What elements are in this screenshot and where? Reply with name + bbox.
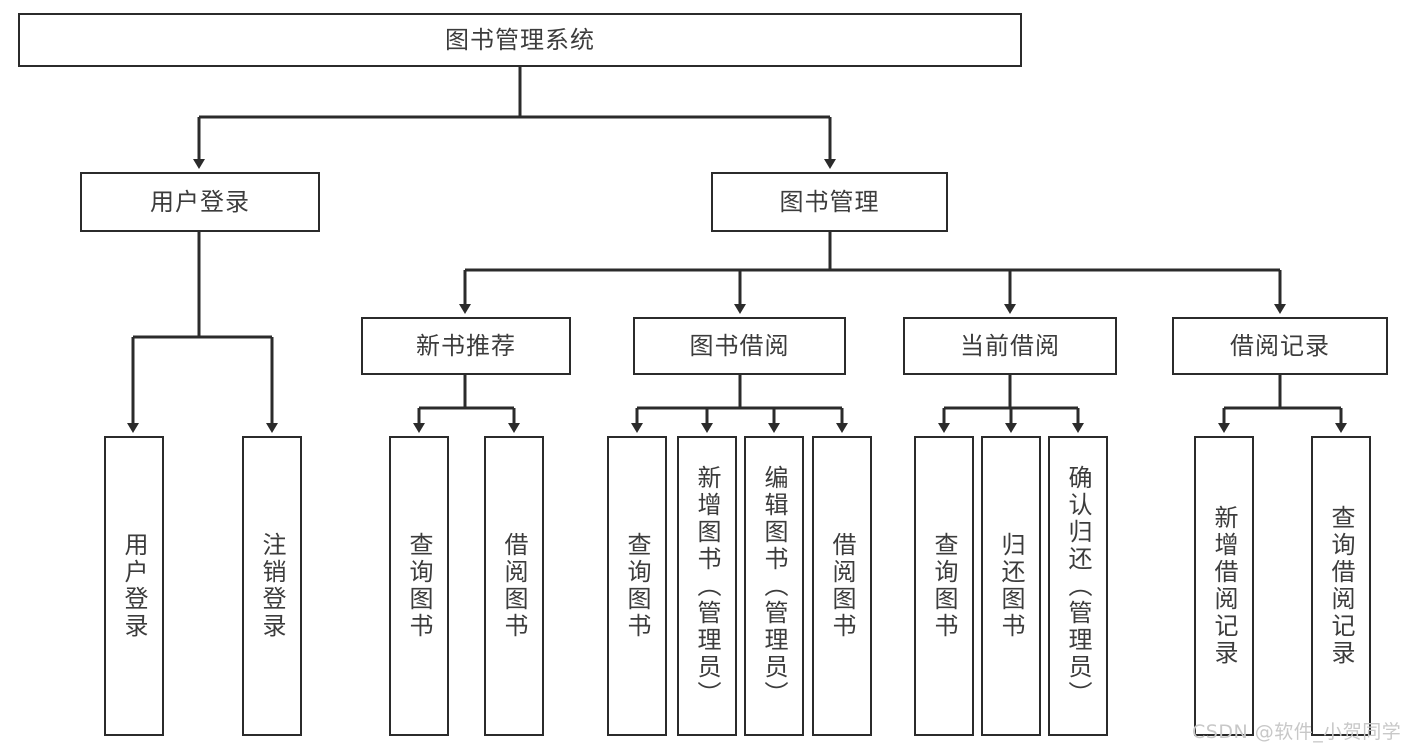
leaf-query-book-current-label: 查询图书 <box>930 532 958 640</box>
node-new-book-recommend[interactable]: 新书推荐 <box>361 317 571 375</box>
leaf-query-book-current[interactable]: 查询图书 <box>914 436 974 736</box>
csdn-watermark-text: CSDN @软件_小贺同学 <box>1192 721 1402 743</box>
node-borrow-records[interactable]: 借阅记录 <box>1172 317 1388 375</box>
leaf-user-login-label: 用户登录 <box>120 532 148 640</box>
leaf-user-login[interactable]: 用户登录 <box>104 436 164 736</box>
leaf-add-book-admin[interactable]: 新增图书（管理员） <box>677 436 737 736</box>
node-user-login-label: 用户登录 <box>150 187 250 216</box>
node-book-management[interactable]: 图书管理 <box>711 172 948 232</box>
leaf-logout[interactable]: 注销登录 <box>242 436 302 736</box>
leaf-borrow-book-newbook[interactable]: 借阅图书 <box>484 436 544 736</box>
node-current-borrow-label: 当前借阅 <box>960 331 1060 360</box>
node-root[interactable]: 图书管理系统 <box>18 13 1022 67</box>
leaf-query-book-newbook-label: 查询图书 <box>405 532 433 640</box>
leaf-borrow-book-newbook-label: 借阅图书 <box>500 532 528 640</box>
leaf-add-book-admin-label: 新增图书（管理员） <box>693 464 721 708</box>
leaf-return-book-label: 归还图书 <box>997 532 1025 640</box>
leaf-confirm-return-admin-label: 确认归还（管理员） <box>1064 464 1092 708</box>
leaf-query-borrow-record[interactable]: 查询借阅记录 <box>1311 436 1371 736</box>
node-borrow-records-label: 借阅记录 <box>1230 331 1330 360</box>
leaf-query-book-borrow[interactable]: 查询图书 <box>607 436 667 736</box>
leaf-edit-book-admin[interactable]: 编辑图书（管理员） <box>744 436 804 736</box>
leaf-query-book-newbook[interactable]: 查询图书 <box>389 436 449 736</box>
leaf-edit-book-admin-label: 编辑图书（管理员） <box>760 464 788 708</box>
leaf-add-borrow-record-label: 新增借阅记录 <box>1210 505 1238 667</box>
leaf-confirm-return-admin[interactable]: 确认归还（管理员） <box>1048 436 1108 736</box>
leaf-return-book[interactable]: 归还图书 <box>981 436 1041 736</box>
leaf-add-borrow-record[interactable]: 新增借阅记录 <box>1194 436 1254 736</box>
node-new-book-recommend-label: 新书推荐 <box>416 331 516 360</box>
node-user-login[interactable]: 用户登录 <box>80 172 320 232</box>
node-book-management-label: 图书管理 <box>779 187 880 216</box>
csdn-watermark: CSDN @软件_小贺同学 <box>1192 717 1401 744</box>
leaf-logout-label: 注销登录 <box>258 532 286 640</box>
leaf-lend-book-label: 借阅图书 <box>828 532 856 640</box>
leaf-query-borrow-record-label: 查询借阅记录 <box>1327 505 1355 667</box>
leaf-lend-book[interactable]: 借阅图书 <box>812 436 872 736</box>
node-current-borrow[interactable]: 当前借阅 <box>903 317 1117 375</box>
node-root-label: 图书管理系统 <box>445 25 595 54</box>
node-book-borrow-label: 图书借阅 <box>689 331 790 360</box>
node-book-borrow[interactable]: 图书借阅 <box>633 317 846 375</box>
leaf-query-book-borrow-label: 查询图书 <box>623 532 651 640</box>
